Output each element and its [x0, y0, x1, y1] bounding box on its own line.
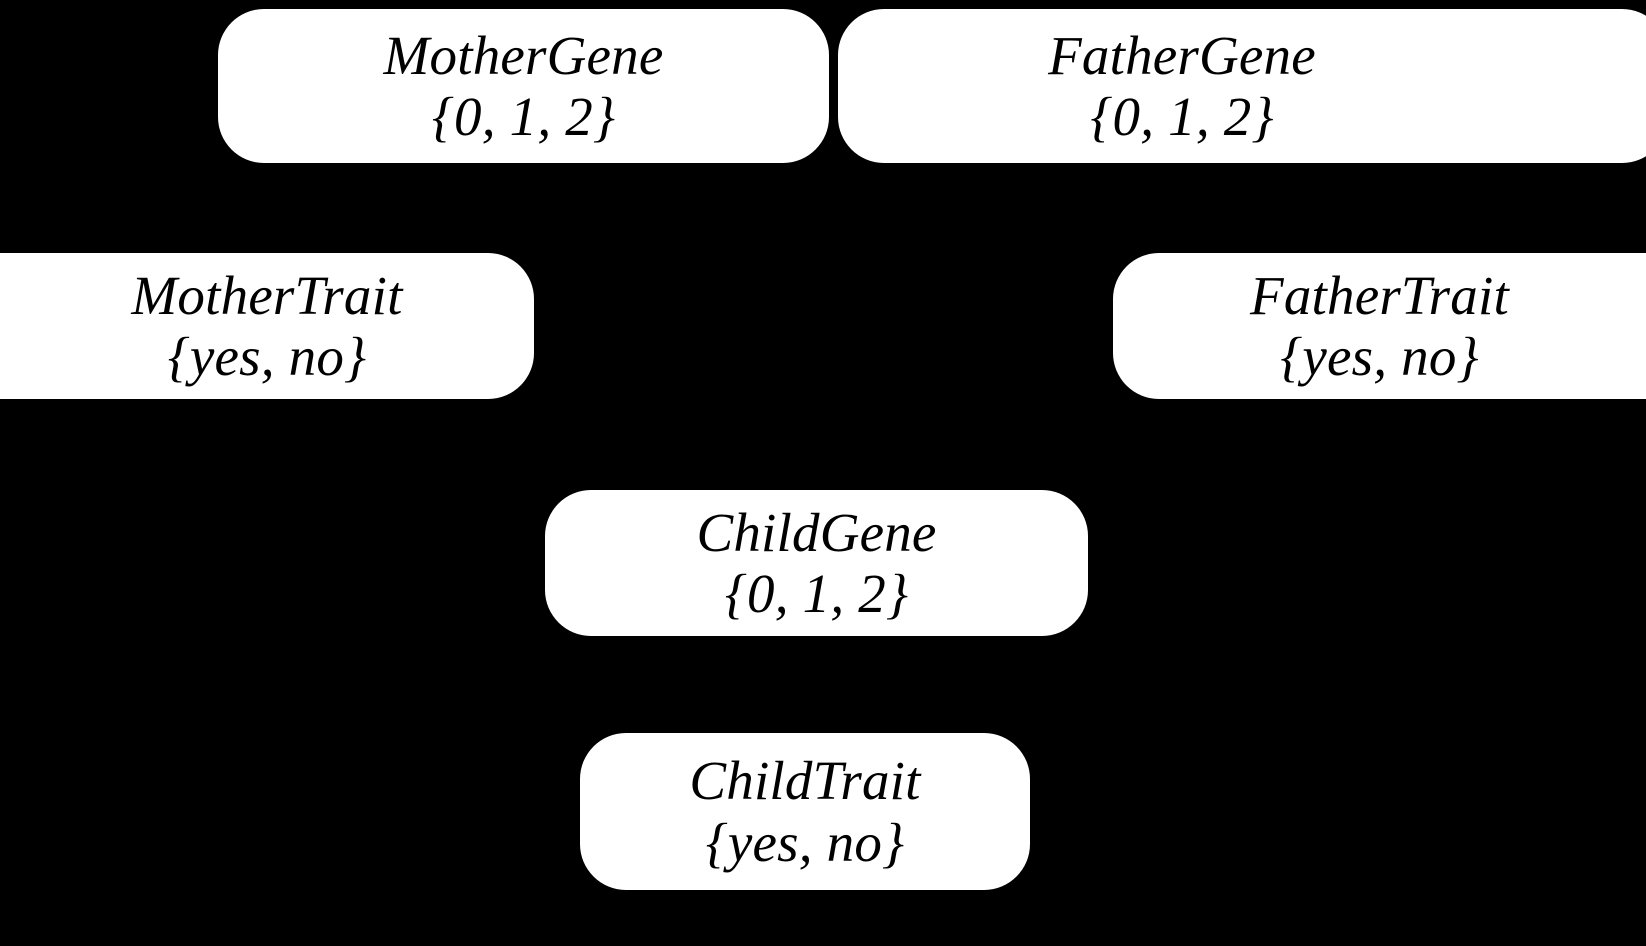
node-father-gene[interactable]: FatherGene {0, 1, 2} — [838, 9, 1646, 163]
edge-mother-gene-to-mother-trait — [298, 161, 432, 255]
edge-father-gene-to-child-gene — [928, 162, 1092, 491]
edge-mother-gene-to-child-gene — [598, 162, 732, 491]
node-mother-trait-domain: {yes, no} — [167, 326, 367, 387]
edge-child-gene-to-child-trait — [803, 635, 818, 734]
node-child-gene-label: ChildGene — [696, 501, 937, 563]
node-mother-gene[interactable]: MotherGene {0, 1, 2} — [218, 9, 829, 163]
node-father-gene-domain: {0, 1, 2} — [1090, 86, 1274, 147]
node-father-trait[interactable]: FatherTrait {yes, no} — [1113, 253, 1646, 399]
node-child-gene-domain: {0, 1, 2} — [724, 563, 909, 624]
node-child-trait-label: ChildTrait — [689, 750, 921, 812]
node-father-gene-label: FatherGene — [1048, 24, 1316, 86]
node-mother-gene-domain: {0, 1, 2} — [431, 86, 616, 147]
node-child-gene[interactable]: ChildGene {0, 1, 2} — [545, 490, 1088, 636]
node-father-trait-domain: {yes, no} — [1280, 326, 1479, 387]
edge-father-gene-to-father-trait — [1258, 161, 1382, 255]
node-mother-trait[interactable]: MotherTrait {yes, no} — [0, 253, 534, 399]
node-child-trait-domain: {yes, no} — [705, 811, 905, 873]
node-father-trait-label: FatherTrait — [1250, 264, 1509, 326]
node-mother-trait-label: MotherTrait — [131, 264, 403, 326]
node-mother-gene-label: MotherGene — [383, 24, 664, 86]
node-child-trait[interactable]: ChildTrait {yes, no} — [580, 733, 1030, 890]
